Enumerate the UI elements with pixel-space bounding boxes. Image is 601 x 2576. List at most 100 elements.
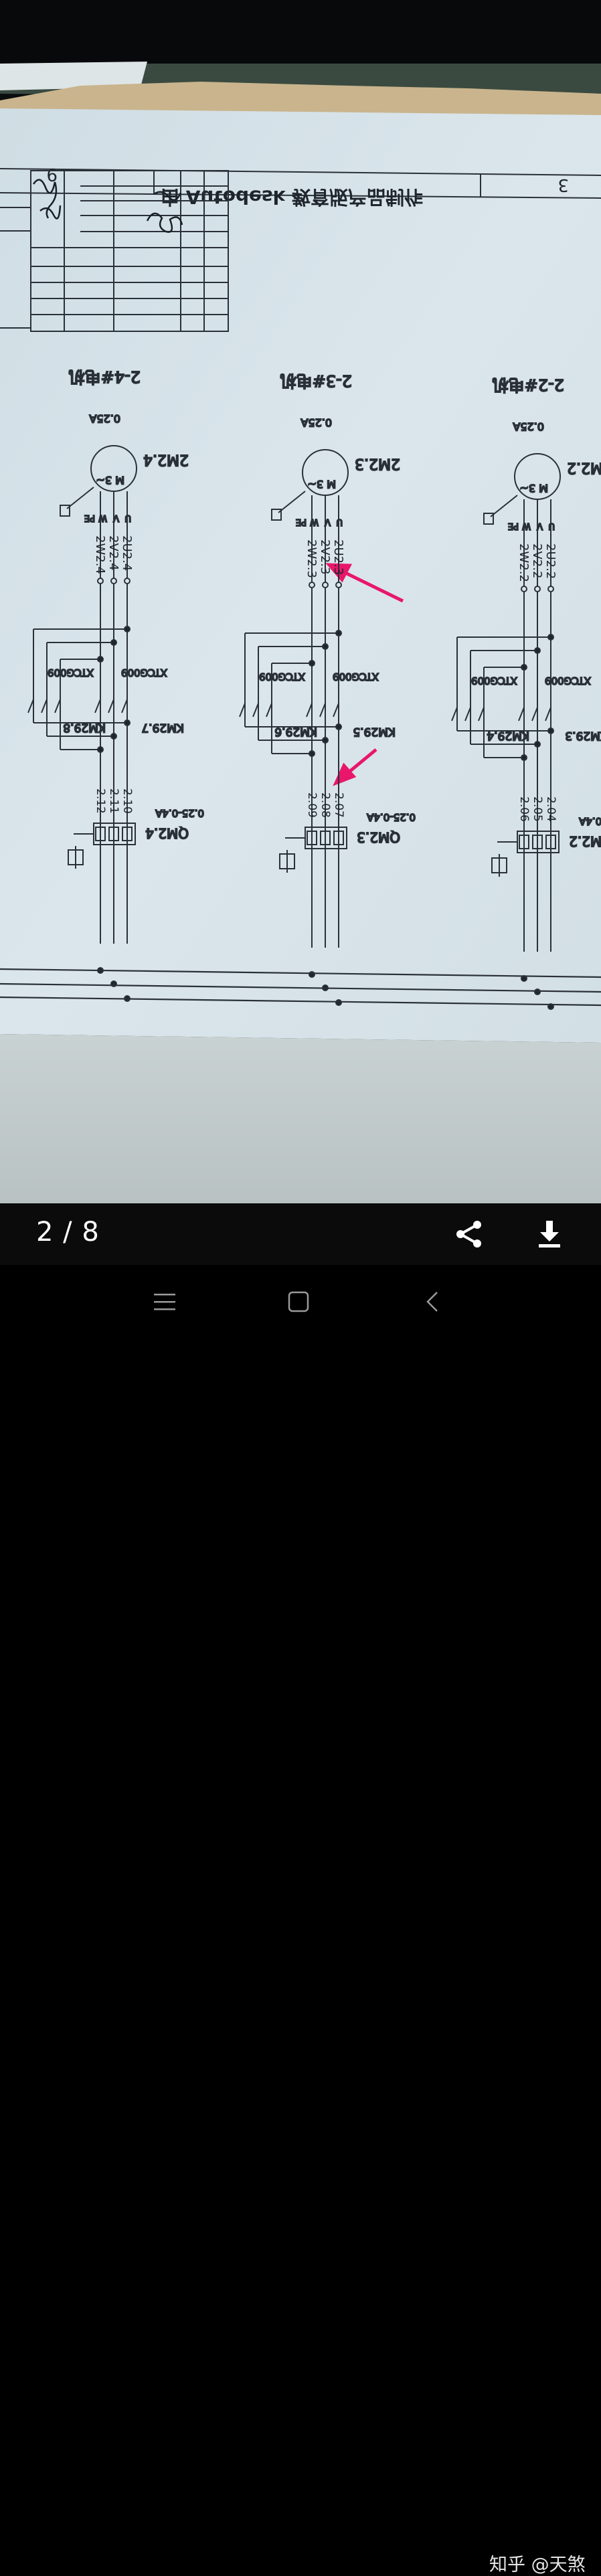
breaker-range: 0.25-0.4A xyxy=(155,807,204,819)
terminal-point xyxy=(335,582,342,588)
terminal-point xyxy=(110,578,117,584)
motor-rating: 0.25A xyxy=(89,412,120,425)
wire-label: 2W2.2 xyxy=(517,543,531,582)
pe-wire xyxy=(490,495,518,517)
system-nav-bar: 知乎 @天煞 xyxy=(0,1265,601,2575)
power-bus xyxy=(0,968,601,1007)
pe-symbol xyxy=(483,513,494,525)
terminal-point xyxy=(521,586,527,592)
home-nav-button[interactable] xyxy=(282,1285,315,1318)
contactor-label: KM29.8 xyxy=(63,721,106,734)
photo-viewer[interactable]: 由 Autodesk 教育版产品制作 3 9 xyxy=(0,0,601,1203)
breaker-pole xyxy=(108,827,119,841)
breaker-label: QM2.3 xyxy=(357,829,400,845)
terminal-label: V xyxy=(113,513,119,523)
contact-mark xyxy=(518,707,525,721)
breaker-label: QM2.4 xyxy=(145,825,189,841)
contactor-label: KM29.7 xyxy=(141,721,184,734)
line-number: 2.09 xyxy=(305,792,319,818)
terminal-label: U xyxy=(124,513,131,523)
terminal-tag: XTCG009 xyxy=(259,671,305,683)
share-icon xyxy=(456,1221,481,1248)
terminal-point xyxy=(124,578,131,584)
breaker-range: 0.25-0.4A xyxy=(578,815,601,827)
terminal-tag: XTCG009 xyxy=(545,675,591,687)
breaker-pole xyxy=(532,835,543,849)
menu-nav-button[interactable] xyxy=(148,1285,181,1318)
breaker-pole xyxy=(307,831,317,845)
terminal-label: PE xyxy=(508,521,519,531)
share-button[interactable] xyxy=(449,1214,489,1254)
terminal-point xyxy=(322,582,329,588)
watermark: 知乎 @天煞 xyxy=(489,2555,586,2575)
motor-symbol-text: M 3~ xyxy=(96,474,124,487)
terminal-point xyxy=(309,582,315,588)
download-button[interactable] xyxy=(529,1214,570,1254)
motor-rating: 0.25A xyxy=(300,416,332,429)
terminal-label: W xyxy=(522,521,531,531)
page-counter: 2 / 8 xyxy=(36,1217,100,1248)
junction-dot xyxy=(335,630,342,636)
motor-symbol-text: M 3~ xyxy=(520,482,548,495)
table-surface xyxy=(0,1034,601,1203)
junction-dot xyxy=(547,727,554,734)
contact-mark xyxy=(94,699,101,713)
contact-mark xyxy=(478,707,485,721)
revision-table xyxy=(0,170,229,332)
breaker-pole xyxy=(333,831,344,845)
breaker-pole xyxy=(519,835,529,849)
motor-id: 2M2.2 xyxy=(567,459,601,476)
breaker-label: QM2.2 xyxy=(569,833,601,849)
pe-symbol xyxy=(60,505,70,517)
terminal-tag: XTCG009 xyxy=(471,675,517,687)
terminal-label: PE xyxy=(84,513,95,523)
terminal-point xyxy=(547,586,554,592)
contact-mark xyxy=(266,703,272,717)
contactor-label: KM29.4 xyxy=(487,729,529,742)
junction-dot xyxy=(534,647,541,654)
title-banner: 由 Autodesk 教育版产品制作 xyxy=(161,186,423,208)
pe-wire xyxy=(66,487,94,509)
line-number: 2.08 xyxy=(319,792,332,818)
contact-mark xyxy=(41,699,48,713)
corner-number: 9 xyxy=(46,164,58,184)
wire-label: 2U2.2 xyxy=(543,543,557,579)
line-number: 2.11 xyxy=(107,788,120,814)
junction-dot xyxy=(124,719,131,726)
home-square-icon xyxy=(288,1291,309,1312)
motor-id: 2M2.3 xyxy=(355,455,400,472)
pe-symbol xyxy=(271,509,282,521)
wire-label: 2W2.3 xyxy=(305,539,319,578)
schematic-paper xyxy=(0,108,601,1043)
junction-dot xyxy=(521,754,527,761)
wire-label: 2V2.3 xyxy=(318,539,332,574)
viewer-toolbar: 2 / 8 xyxy=(0,1203,601,1265)
contact-mark xyxy=(306,703,313,717)
contact-mark xyxy=(545,707,551,721)
line-number: 2.10 xyxy=(120,788,134,814)
contactor-label: KM29.5 xyxy=(353,725,396,738)
wire-label: 2V2.2 xyxy=(530,543,544,578)
title-bar-frame xyxy=(0,168,601,199)
contact-mark xyxy=(333,703,339,717)
back-nav-button[interactable] xyxy=(416,1285,449,1318)
breaker-pole xyxy=(122,827,133,841)
contact-mark xyxy=(451,707,458,721)
wire-label: 2U2.4 xyxy=(120,535,134,571)
contactor-label: KM29.3 xyxy=(565,729,601,742)
junction-dot xyxy=(309,750,315,757)
junction-dot xyxy=(124,626,131,632)
junction-dot xyxy=(521,664,527,671)
menu-icon xyxy=(154,1294,175,1310)
contactor-label: KM29.6 xyxy=(274,725,317,738)
motor-symbol-text: M 3~ xyxy=(308,478,336,491)
line-number: 2.06 xyxy=(517,796,531,822)
terminal-tag: XTCG009 xyxy=(333,671,379,683)
junction-dot xyxy=(110,733,117,740)
breaker-pole xyxy=(320,831,331,845)
breaker-pole xyxy=(545,835,556,849)
terminal-label: U xyxy=(548,521,555,531)
terminal-label: PE xyxy=(296,517,307,527)
